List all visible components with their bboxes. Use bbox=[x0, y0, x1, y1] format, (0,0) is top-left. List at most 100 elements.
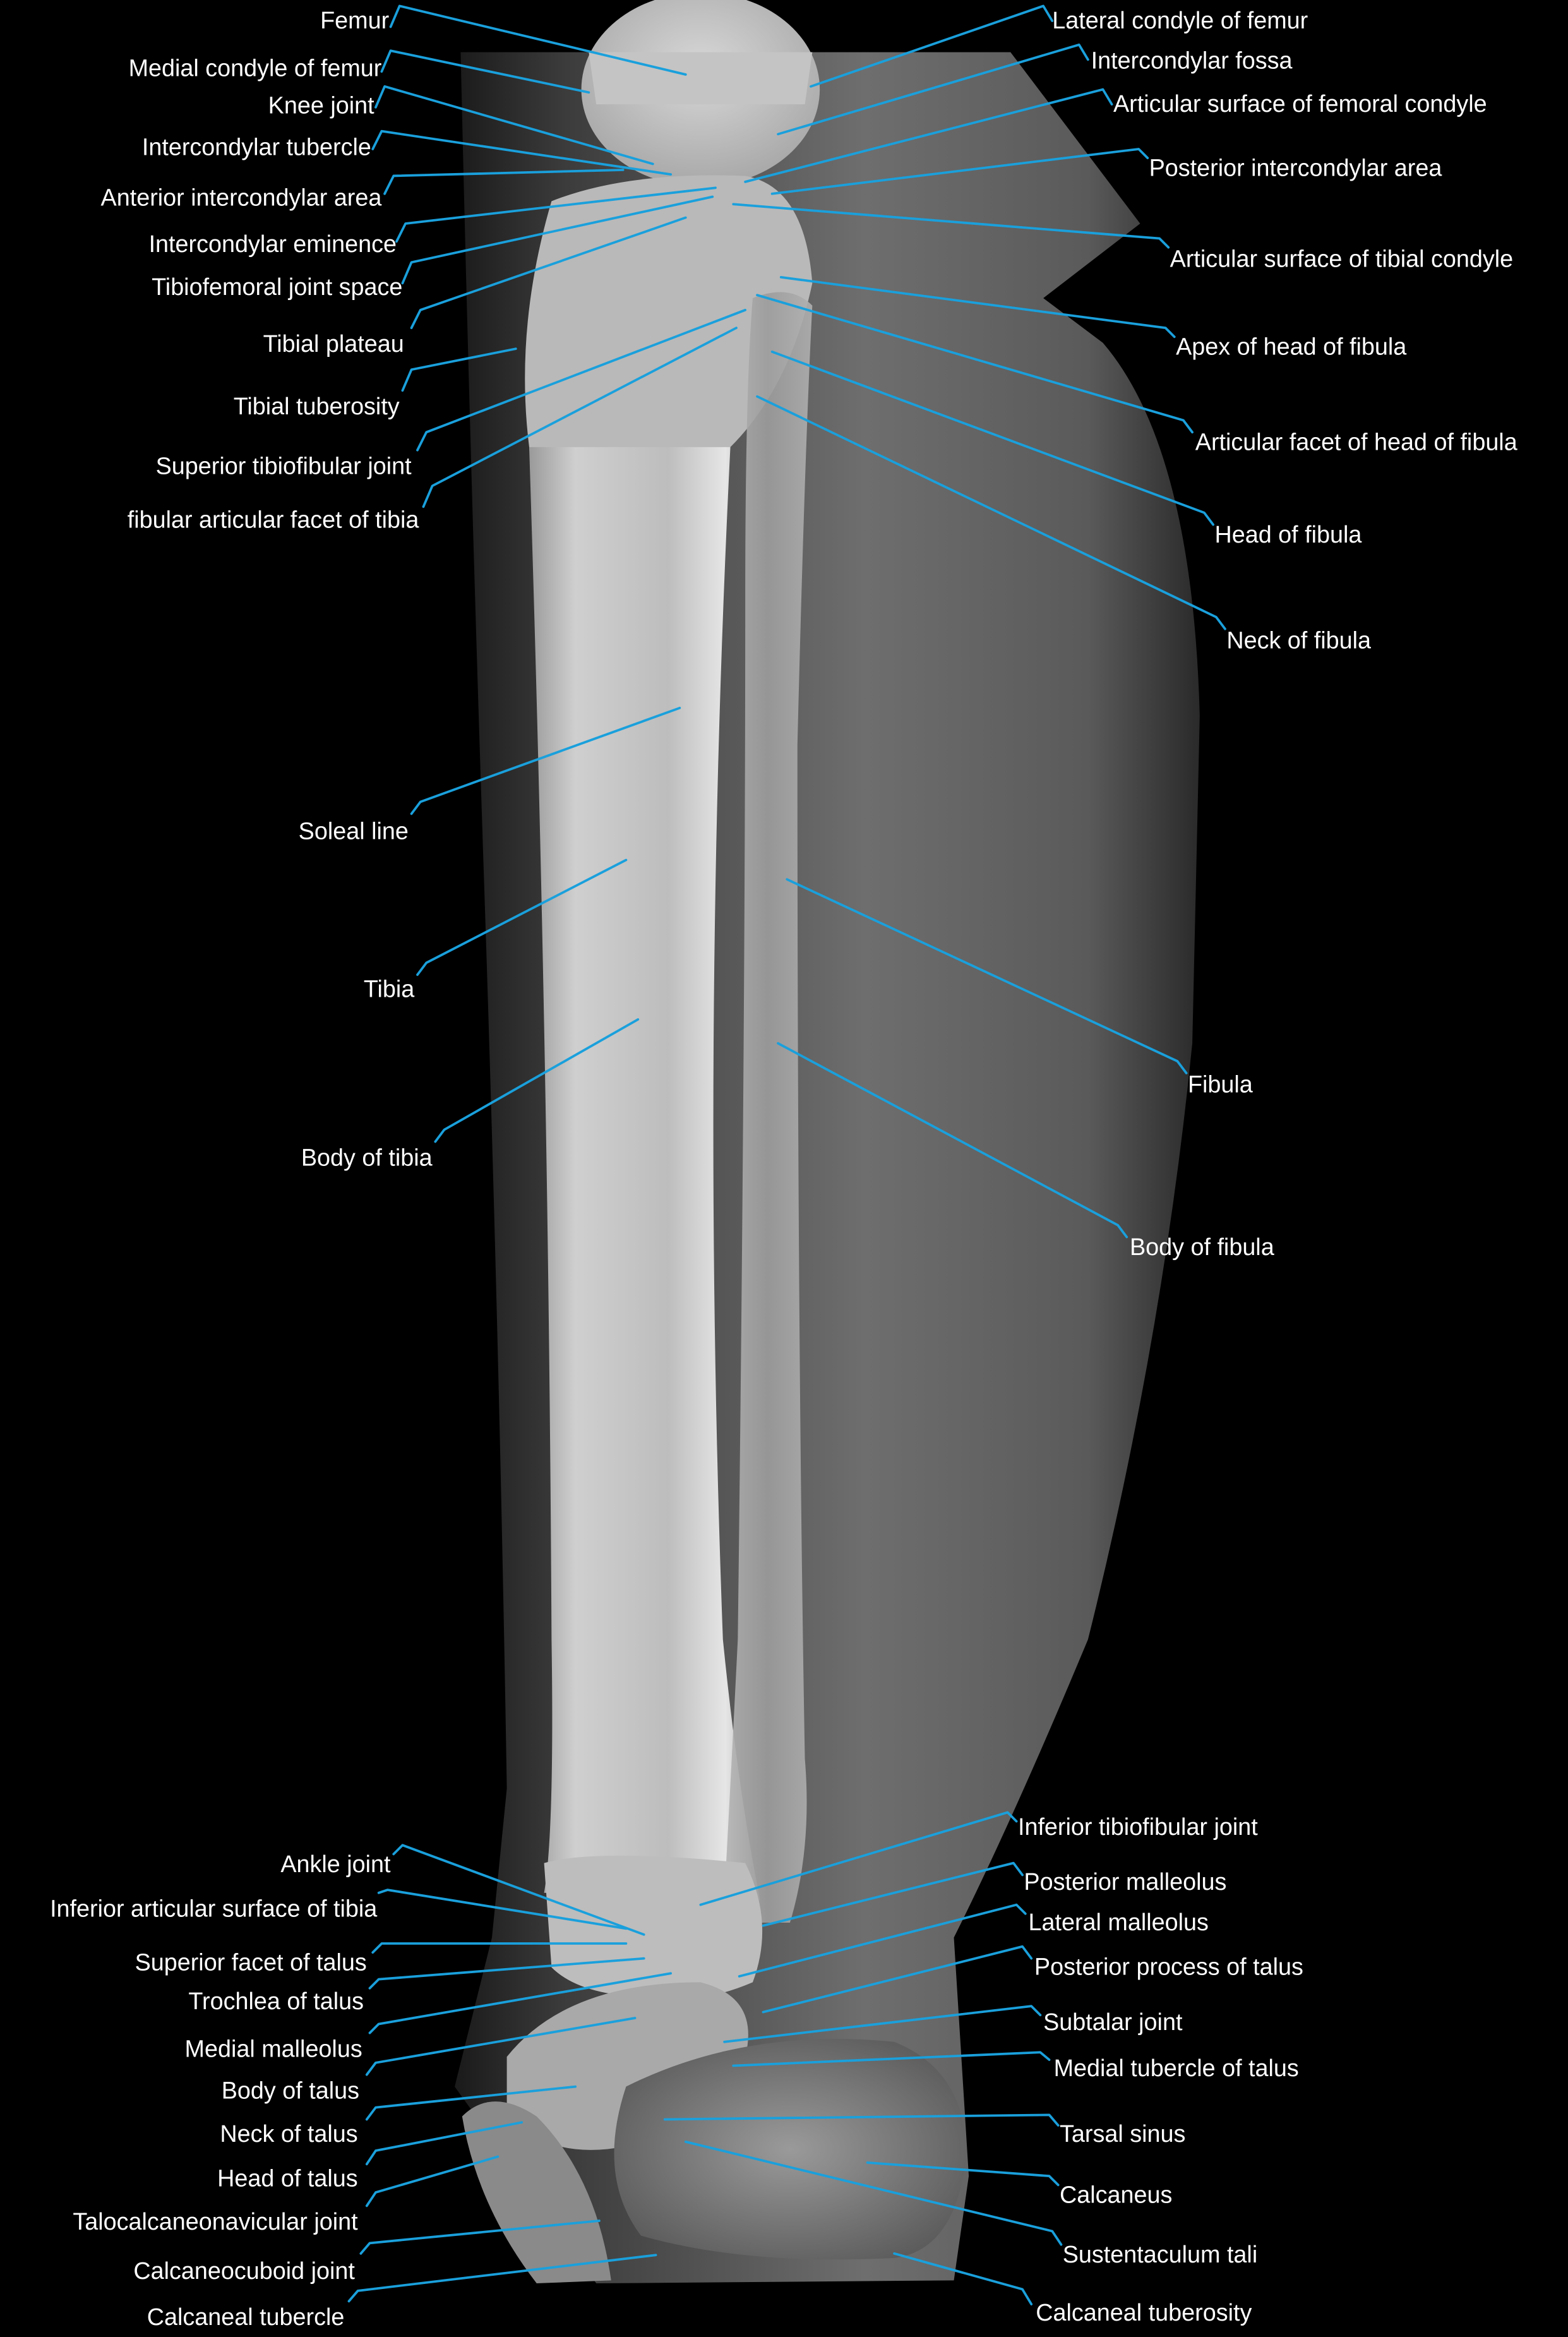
leader-intercondylar-tubercle bbox=[371, 129, 673, 176]
label-head-of-talus: Head of talus bbox=[217, 2165, 357, 2192]
label-articular-surface-of-tibial-condyle: Articular surface of tibial condyle bbox=[1170, 245, 1513, 272]
label-talocalcaneonavicular-joint: Talocalcaneonavicular joint bbox=[73, 2208, 358, 2235]
label-fibular-articular-facet-of-tibia: fibular articular facet of tibia bbox=[128, 506, 419, 532]
label-sustentaculum-tali: Sustentaculum tali bbox=[1063, 2241, 1257, 2268]
leader-neck-of-talus bbox=[365, 2085, 577, 2121]
leader-superior-tibiofibular-joint bbox=[416, 308, 747, 452]
leader-ankle-joint bbox=[392, 1844, 645, 1936]
tibia-shaft-shape bbox=[529, 447, 760, 1901]
label-posterior-malleolus: Posterior malleolus bbox=[1024, 1868, 1226, 1895]
label-lateral-malleolus: Lateral malleolus bbox=[1028, 1909, 1208, 1935]
midfoot-shape bbox=[462, 2101, 611, 2284]
leader-lateral-condyle-of-femur bbox=[810, 4, 1054, 88]
leader-knee-joint bbox=[374, 85, 654, 165]
label-body-of-talus: Body of talus bbox=[222, 2077, 359, 2103]
leader-posterior-process-of-talus bbox=[762, 1945, 1033, 2014]
label-soleal-line: Soleal line bbox=[299, 818, 409, 844]
label-knee-joint: Knee joint bbox=[268, 92, 374, 118]
label-body-of-tibia: Body of tibia bbox=[301, 1144, 433, 1170]
label-superior-tibiofibular-joint: Superior tibiofibular joint bbox=[156, 452, 412, 479]
calcaneus-shape bbox=[614, 2039, 966, 2260]
label-intercondylar-fossa: Intercondylar fossa bbox=[1091, 47, 1293, 74]
leader-inferior-tibiofibular-joint bbox=[699, 1811, 1018, 1906]
label-superior-facet-of-talus: Superior facet of talus bbox=[135, 1949, 367, 1976]
leader-apex-of-head-of-fibula bbox=[779, 276, 1176, 339]
label-articular-facet-of-head-of-fibula: Articular facet of head of fibula bbox=[1195, 429, 1517, 455]
label-neck-of-talus: Neck of talus bbox=[220, 2120, 357, 2147]
label-head-of-fibula: Head of fibula bbox=[1214, 521, 1362, 548]
leader-trochlea-of-talus bbox=[368, 1957, 645, 1990]
leader-head-of-talus bbox=[365, 2121, 524, 2166]
label-articular-surface-of-femoral-condyle: Articular surface of femoral condyle bbox=[1113, 90, 1487, 117]
leader-tibial-tuberosity bbox=[401, 347, 517, 392]
leader-fibular-articular-facet-of-tibia bbox=[422, 327, 738, 508]
leader-tibiofemoral-joint-space bbox=[401, 195, 714, 285]
leader-calcaneal-tubercle bbox=[347, 2254, 657, 2303]
leader-lateral-malleolus bbox=[738, 1903, 1027, 1978]
leader-body-of-fibula bbox=[777, 1042, 1128, 1239]
leader-sustentaculum-tali bbox=[684, 2140, 1063, 2246]
label-calcaneal-tubercle: Calcaneal tubercle bbox=[147, 2304, 345, 2330]
leader-tibia bbox=[416, 858, 628, 976]
leader-fibula bbox=[786, 878, 1188, 1074]
label-calcaneal-tuberosity: Calcaneal tuberosity bbox=[1036, 2299, 1252, 2326]
label-tibiofemoral-joint-space: Tibiofemoral joint space bbox=[152, 273, 402, 300]
leader-posterior-intercondylar-area bbox=[770, 148, 1149, 195]
label-neck-of-fibula: Neck of fibula bbox=[1226, 627, 1371, 653]
leader-medial-condyle-of-femur bbox=[380, 49, 590, 94]
leader-tibial-plateau bbox=[410, 216, 687, 330]
leader-inferior-articular-surface-of-tibia bbox=[377, 1889, 628, 1930]
label-intercondylar-tubercle: Intercondylar tubercle bbox=[142, 133, 371, 160]
label-anterior-intercondylar-area: Anterior intercondylar area bbox=[101, 184, 382, 211]
label-intercondylar-eminence: Intercondylar eminence bbox=[149, 231, 397, 257]
label-tibial-tuberosity: Tibial tuberosity bbox=[234, 393, 400, 419]
leader-body-of-talus bbox=[365, 2017, 637, 2076]
label-tarsal-sinus: Tarsal sinus bbox=[1060, 2120, 1185, 2147]
leader-calcaneus bbox=[866, 2161, 1060, 2187]
leader-posterior-malleolus bbox=[762, 1861, 1024, 1927]
label-tibial-plateau: Tibial plateau bbox=[263, 330, 404, 357]
label-calcaneocuboid-joint: Calcaneocuboid joint bbox=[133, 2257, 355, 2284]
label-ankle-joint: Ankle joint bbox=[280, 1851, 391, 1877]
label-subtalar-joint: Subtalar joint bbox=[1043, 2009, 1183, 2035]
leader-articular-surface-of-tibial-condyle bbox=[732, 203, 1170, 249]
leader-neck-of-fibula bbox=[756, 395, 1226, 630]
leader-intercondylar-eminence bbox=[395, 186, 717, 243]
leader-calcaneal-tuberosity bbox=[893, 2252, 1033, 2305]
fibula-shape bbox=[722, 292, 813, 1923]
leader-tarsal-sinus bbox=[663, 2113, 1060, 2127]
leader-medial-malleolus bbox=[368, 1972, 673, 2034]
label-medial-condyle-of-femur: Medial condyle of femur bbox=[129, 54, 382, 81]
leader-superior-facet-of-talus bbox=[371, 1942, 628, 1954]
label-fibula: Fibula bbox=[1188, 1071, 1253, 1098]
leader-head-of-fibula bbox=[770, 351, 1214, 526]
leader-articular-surface-of-femoral-condyle bbox=[744, 88, 1113, 183]
label-body-of-fibula: Body of fibula bbox=[1130, 1234, 1274, 1260]
label-medial-tubercle-of-talus: Medial tubercle of talus bbox=[1054, 2055, 1299, 2081]
leader-femur bbox=[389, 4, 687, 76]
leader-soleal-line bbox=[410, 706, 681, 815]
label-tibia: Tibia bbox=[364, 976, 414, 1002]
leader-lines bbox=[347, 4, 1226, 2305]
right-labels: Lateral condyle of femur Intercondylar f… bbox=[1018, 7, 1517, 2326]
left-labels: Femur Medial condyle of femur Knee joint… bbox=[50, 7, 433, 2330]
leader-calcaneocuboid-joint bbox=[359, 2220, 601, 2255]
label-posterior-intercondylar-area: Posterior intercondylar area bbox=[1149, 154, 1442, 181]
label-calcaneus: Calcaneus bbox=[1060, 2182, 1172, 2208]
label-trochlea-of-talus: Trochlea of talus bbox=[188, 1988, 364, 2014]
label-lateral-condyle-of-femur: Lateral condyle of femur bbox=[1052, 7, 1308, 33]
label-apex-of-head-of-fibula: Apex of head of fibula bbox=[1176, 333, 1406, 360]
label-posterior-process-of-talus: Posterior process of talus bbox=[1034, 1954, 1303, 1980]
leader-anterior-intercondylar-area bbox=[383, 169, 625, 195]
leader-talocalcaneonavicular-joint bbox=[365, 2155, 500, 2208]
leader-articular-facet-of-head-of-fibula bbox=[756, 294, 1194, 434]
leader-intercondylar-fossa bbox=[777, 43, 1089, 136]
leader-subtalar-joint bbox=[723, 2005, 1042, 2043]
label-inferior-tibiofibular-joint: Inferior tibiofibular joint bbox=[1018, 1813, 1258, 1840]
label-femur: Femur bbox=[320, 7, 389, 33]
leader-body-of-tibia bbox=[434, 1018, 640, 1143]
label-medial-malleolus: Medial malleolus bbox=[185, 2035, 362, 2062]
label-inferior-articular-surface-of-tibia: Inferior articular surface of tibia bbox=[50, 1895, 377, 1922]
xray-image bbox=[455, 0, 1200, 2284]
